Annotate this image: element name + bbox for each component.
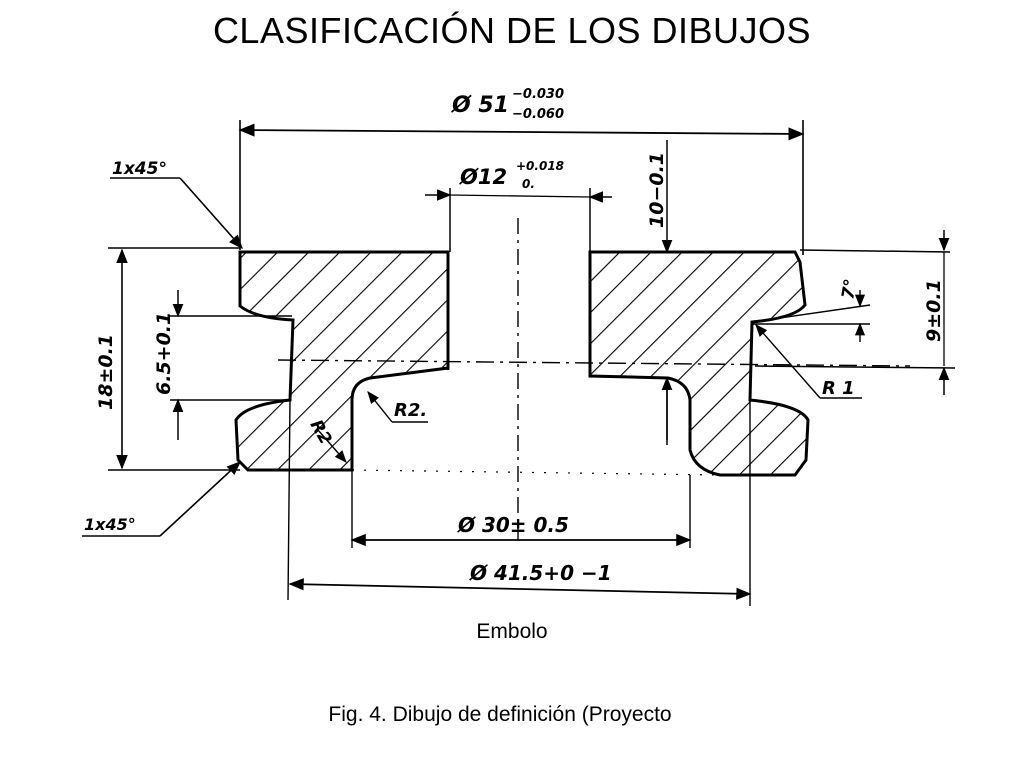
dim-groove-position: 9±0.1 (923, 279, 945, 342)
dim-bore-tol-upper: +0.018 (516, 159, 564, 173)
dim-outer-tol-upper: −0.030 (512, 87, 564, 102)
dim-r2-inner: R2. (394, 400, 427, 421)
dim-bottom-chamfer: 1x45° (84, 515, 136, 534)
dim-bore-tol-lower: 0. (522, 177, 535, 191)
dim-outer-dia: Ø 51 (450, 93, 509, 118)
figure-caption: Fig. 4. Dibujo de definición (Proyecto (328, 703, 672, 726)
dim-bore-depth: 10−0.1 (646, 152, 668, 228)
dim-radius-r1: R 1 (822, 378, 855, 399)
dim-groove-dia: Ø 41.5+0 −1 (469, 561, 612, 585)
dim-total-height: 18±0.1 (95, 334, 117, 410)
dim-groove-width: 6.5+0.1 (153, 312, 175, 395)
dim-top-chamfer: 1x45° (112, 159, 167, 179)
dim-bore-dia: Ø12 (459, 165, 507, 189)
dim-outer-tol-lower: −0.060 (512, 107, 564, 122)
dim-recess-dia: Ø 30± 0.5 (457, 513, 569, 537)
slide-title: CLASIFICACIÓN DE LOS DIBUJOS (212, 10, 812, 51)
part-name-caption: Embolo (476, 620, 548, 643)
dim-groove-angle: 7° (838, 277, 861, 301)
